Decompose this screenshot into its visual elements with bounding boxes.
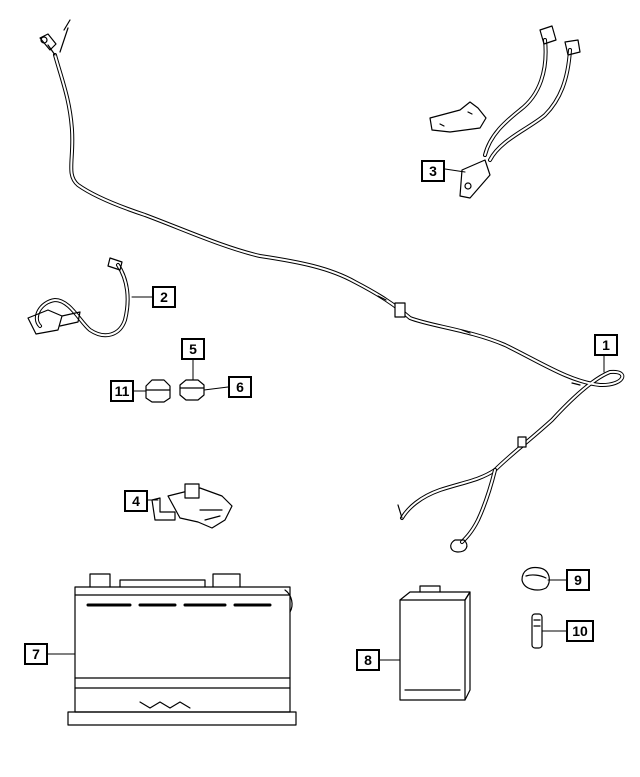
callout-2: 2 bbox=[152, 286, 176, 308]
callout-1: 1 bbox=[594, 334, 618, 356]
terminal-cover bbox=[521, 566, 550, 591]
vent-tube bbox=[531, 613, 543, 649]
callout-10: 10 bbox=[566, 620, 594, 642]
cap-nut bbox=[145, 379, 171, 403]
battery-cable-harness bbox=[39, 19, 625, 553]
callout-8: 8 bbox=[356, 649, 380, 671]
callout-9: 9 bbox=[566, 569, 590, 591]
callout-3: 3 bbox=[421, 160, 445, 182]
negative-battery-cable bbox=[27, 257, 130, 338]
callout-7: 7 bbox=[24, 643, 48, 665]
battery bbox=[67, 573, 297, 726]
auxiliary-battery bbox=[399, 585, 471, 701]
positive-cable-bracket bbox=[429, 25, 581, 199]
battery-sensor-bracket bbox=[151, 483, 233, 529]
callout-6: 6 bbox=[228, 376, 252, 398]
callout-5: 5 bbox=[181, 338, 205, 360]
leader-lines bbox=[47, 168, 605, 661]
callout-4: 4 bbox=[124, 490, 148, 512]
callout-11: 11 bbox=[110, 380, 134, 402]
terminal-nut bbox=[179, 379, 205, 401]
